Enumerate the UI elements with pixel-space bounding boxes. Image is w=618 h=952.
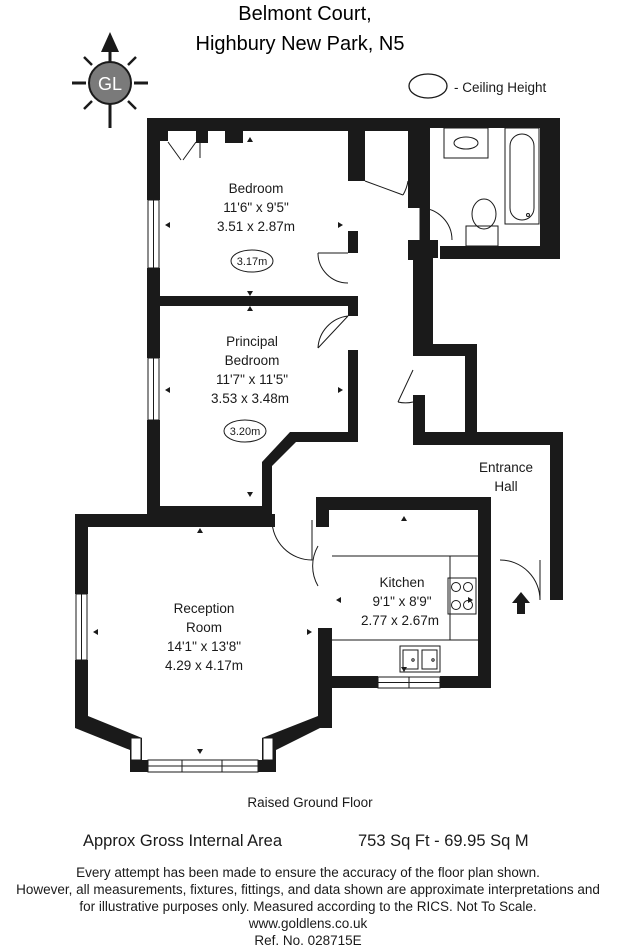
compass-north-arrow-icon: GL <box>72 32 148 128</box>
windows <box>75 199 441 773</box>
area-value: 753 Sq Ft - 69.95 Sq M <box>358 832 529 850</box>
principal-bedroom-ceiling-icon <box>223 419 267 443</box>
reception-room-name-1: Reception <box>174 601 235 616</box>
bedroom-name: Bedroom <box>229 181 284 196</box>
entrance-hall-name-1: Entrance <box>479 460 533 475</box>
bedroom-ceiling: 3.17m <box>237 256 268 268</box>
logo-text: GL <box>98 74 122 94</box>
disclaimer-line-2: However, all measurements, fixtures, fit… <box>16 882 600 897</box>
bedroom-ceiling-icon <box>230 249 274 273</box>
ceiling-height-legend-icon <box>408 73 448 99</box>
ceiling-height-legend-label: - Ceiling Height <box>454 80 547 95</box>
area-label: Approx Gross Internal Area <box>83 832 283 850</box>
bathroom-fixtures <box>443 127 540 247</box>
kitchen-fixtures <box>332 555 478 673</box>
reception-room-metric: 4.29 x 4.17m <box>165 658 243 673</box>
bedroom-imperial: 11'6" x 9'5" <box>223 200 289 215</box>
principal-bedroom-imperial: 11'7" x 11'5" <box>216 372 288 387</box>
principal-bedroom-name-2: Bedroom <box>225 353 280 368</box>
reception-room-imperial: 14'1" x 13'8" <box>167 639 241 654</box>
doors <box>167 141 541 601</box>
entrance-hall-name-2: Hall <box>494 479 517 494</box>
website: www.goldlens.co.uk <box>248 916 368 931</box>
kitchen-name: Kitchen <box>379 575 424 590</box>
kitchen-imperial: 9'1" x 8'9" <box>372 594 431 609</box>
disclaimer-line-3: for illustrative purposes only. Measured… <box>79 899 536 914</box>
kitchen-metric: 2.77 x 2.67m <box>361 613 439 628</box>
principal-bedroom-name-1: Principal <box>226 334 278 349</box>
principal-bedroom-ceiling: 3.20m <box>230 426 261 438</box>
reference-number: Ref. No. 028715E <box>254 933 361 948</box>
floor-label: Raised Ground Floor <box>247 795 373 810</box>
principal-bedroom-metric: 3.53 x 3.48m <box>211 391 289 406</box>
reception-room-name-2: Room <box>186 620 222 635</box>
bedroom-metric: 3.51 x 2.87m <box>217 219 295 234</box>
exterior-walls <box>75 118 563 772</box>
entrance-arrow-icon <box>512 592 530 614</box>
title-line-2: Highbury New Park, N5 <box>196 33 405 55</box>
title-line-1: Belmont Court, <box>238 3 371 25</box>
dimension-markers <box>93 137 473 754</box>
disclaimer-line-1: Every attempt has been made to ensure th… <box>76 865 540 880</box>
